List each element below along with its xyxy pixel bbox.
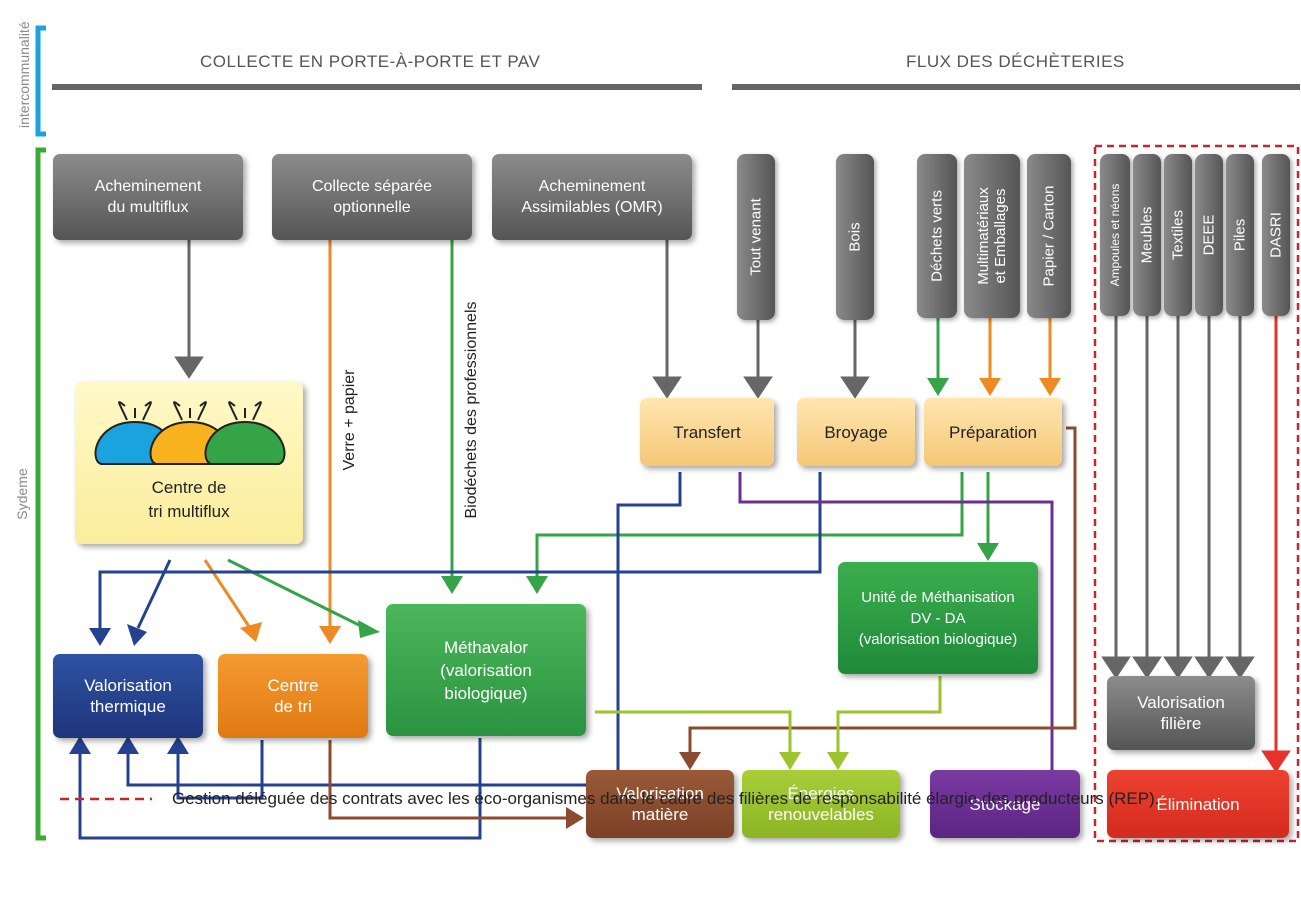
transfert-box: Transfert xyxy=(640,398,774,466)
elimination-box: Élimination xyxy=(1107,770,1289,838)
legend-text: Gestion déléguée des contrats avec les é… xyxy=(172,789,1160,808)
broyage-box: Broyage xyxy=(797,398,915,466)
valorisation-filiere-box: Valorisation filière xyxy=(1107,676,1255,750)
flow-bois: Bois xyxy=(836,154,874,320)
flow-ampoules: Ampoules et néons xyxy=(1100,154,1130,316)
broyage-label: Broyage xyxy=(824,422,888,442)
preparation-label: Préparation xyxy=(949,422,1037,442)
flow-dechets-verts: Déchets verts xyxy=(917,154,957,318)
preparation-box: Préparation xyxy=(924,398,1062,466)
flow-meubles: Meubles xyxy=(1133,154,1161,316)
valorisation-thermique-box: Valorisation thermique xyxy=(53,654,203,738)
flow-papier-carton: Papier / Carton xyxy=(1027,154,1071,318)
energies-box: Énergies renouvelables xyxy=(742,770,900,838)
header-collecte: COLLECTE EN PORTE-À-PORTE ET PAV xyxy=(200,52,541,71)
flow-multimateriaux: Multimatériaux et Emballages xyxy=(964,154,1020,318)
header-collecte-bar xyxy=(52,84,702,90)
syctom-bracket xyxy=(35,147,46,841)
methanisation-label: Unité de Méthanisation DV - DA (valorisa… xyxy=(858,588,1018,648)
rep-frame xyxy=(1093,144,1300,843)
verre-papier-label: Verre + papier xyxy=(341,369,358,471)
centre-multiflux-label: Centre de tri multiflux xyxy=(148,478,230,521)
methavalor-box: Méthavalor (valorisation biologique) xyxy=(386,604,586,736)
flow-tout-venant: Tout venant xyxy=(737,154,775,320)
omr-box: Acheminement Assimilables (OMR) xyxy=(492,154,692,240)
header-dechetteries-bar xyxy=(732,84,1300,90)
centre-de-tri-box: Centre de tri xyxy=(218,654,368,738)
methanisation-box: Unité de Méthanisation DV - DA (valorisa… xyxy=(838,562,1038,674)
stockage-box: Stockage xyxy=(930,770,1080,838)
collecte-separee-box: Collecte séparée optionnelle xyxy=(272,154,472,240)
flow-dasri: DASRI xyxy=(1262,154,1290,316)
transfert-label: Transfert xyxy=(673,422,741,442)
omr-label: Acheminement Assimilables (OMR) xyxy=(521,178,663,216)
intercommunalite-bracket xyxy=(35,25,46,137)
flow-piles: Piles xyxy=(1226,154,1254,316)
multiflux-box: Acheminement du multiflux xyxy=(53,154,243,240)
collecte-separee-label: Collecte séparée optionnelle xyxy=(311,178,433,216)
waste-bags-icon xyxy=(94,401,286,465)
flow-deee: DEEE xyxy=(1195,154,1223,316)
header-dechetteries: FLUX DES DÉCHÈTERIES xyxy=(906,52,1125,71)
multiflux-label: Acheminement du multiflux xyxy=(94,178,202,216)
biodechets-label: Biodéchets des professionnels xyxy=(463,301,480,519)
valorisation-matiere-box: Valorisation matière xyxy=(586,770,734,838)
flow-textiles: Textiles xyxy=(1164,154,1192,316)
